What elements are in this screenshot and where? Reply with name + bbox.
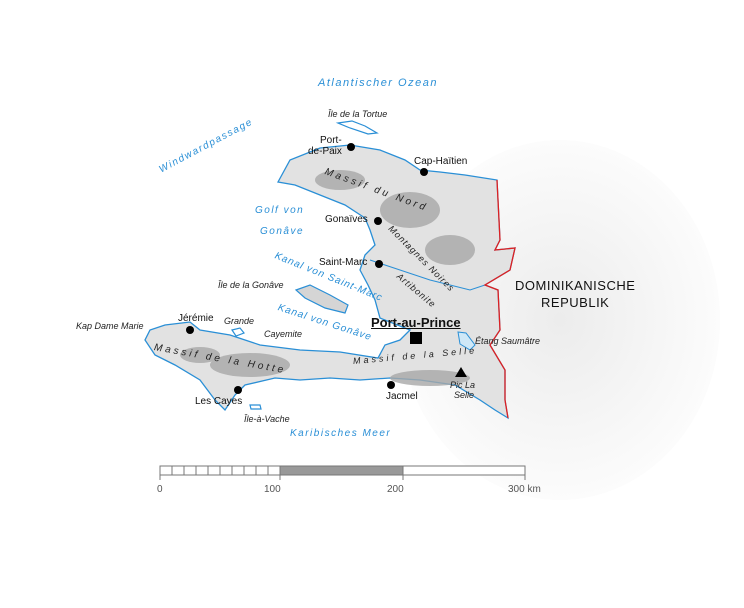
label-jacmel: Jacmel bbox=[386, 391, 418, 402]
country-line-2: REPUBLIK bbox=[541, 295, 610, 310]
les-cayes-dot bbox=[234, 386, 242, 394]
label-tortue: Île de la Tortue bbox=[328, 109, 388, 119]
label-les-cayes: Les Cayes bbox=[195, 396, 243, 407]
label-vache: Île-à-Vache bbox=[244, 414, 290, 424]
label-jeremie: Jérémie bbox=[178, 313, 214, 324]
international-border bbox=[483, 179, 516, 419]
jacmel-dot bbox=[387, 381, 395, 389]
label-port-de-paix-2: de-Paix bbox=[308, 146, 342, 157]
peak-triangle-icon bbox=[455, 367, 467, 377]
relief-shading bbox=[180, 170, 475, 386]
scale-label-300: 300 km bbox=[508, 484, 541, 495]
vache-island bbox=[249, 404, 262, 410]
label-golf-1: Golf von bbox=[255, 205, 305, 216]
port-de-paix-dot bbox=[347, 143, 355, 151]
label-saint-marc: Saint-Marc bbox=[319, 257, 368, 268]
label-grande: Grande bbox=[224, 316, 255, 326]
label-caribbean: Karibisches Meer bbox=[290, 428, 392, 439]
label-pic-2: Selle bbox=[454, 390, 475, 400]
tortue-island bbox=[335, 120, 379, 135]
scale-label-0: 0 bbox=[157, 484, 163, 495]
scale-label-100: 100 bbox=[264, 484, 281, 495]
scale-label-200: 200 bbox=[387, 484, 404, 495]
label-cayemite: Cayemite bbox=[264, 329, 303, 339]
saint-marc-dot bbox=[375, 260, 383, 268]
label-cap-haitien: Cap-Haïtien bbox=[414, 156, 468, 167]
capital-square bbox=[410, 332, 422, 344]
saumatre-lake bbox=[457, 331, 476, 351]
country-line-1: DOMINIKANISCHE bbox=[515, 278, 636, 293]
label-pic-1: Pic La bbox=[450, 380, 476, 390]
label-saumatre: Étang Saumâtre bbox=[475, 336, 541, 346]
label-atlantic: Atlantischer Ozean bbox=[318, 77, 438, 89]
label-dame-marie: Kap Dame Marie bbox=[76, 321, 144, 331]
label-gonaives: Gonaïves bbox=[325, 214, 368, 225]
grande-cayemite-island bbox=[231, 327, 245, 337]
label-capital: Port-au-Prince bbox=[371, 315, 461, 330]
label-gonave: Île de la Gonâve bbox=[218, 280, 284, 290]
jeremie-dot bbox=[186, 326, 194, 334]
cap-haitien-dot bbox=[420, 168, 428, 176]
scale-bar bbox=[159, 465, 526, 480]
gonave-island bbox=[294, 284, 349, 314]
city-markers bbox=[186, 143, 467, 394]
label-port-de-paix-1: Port- bbox=[320, 135, 342, 146]
label-golf-2: Gonâve bbox=[260, 226, 305, 237]
gonaives-dot bbox=[374, 217, 382, 225]
label-dominican-republic: DOMINIKANISCHE REPUBLIK bbox=[515, 277, 635, 311]
artibonite-river bbox=[369, 259, 486, 291]
